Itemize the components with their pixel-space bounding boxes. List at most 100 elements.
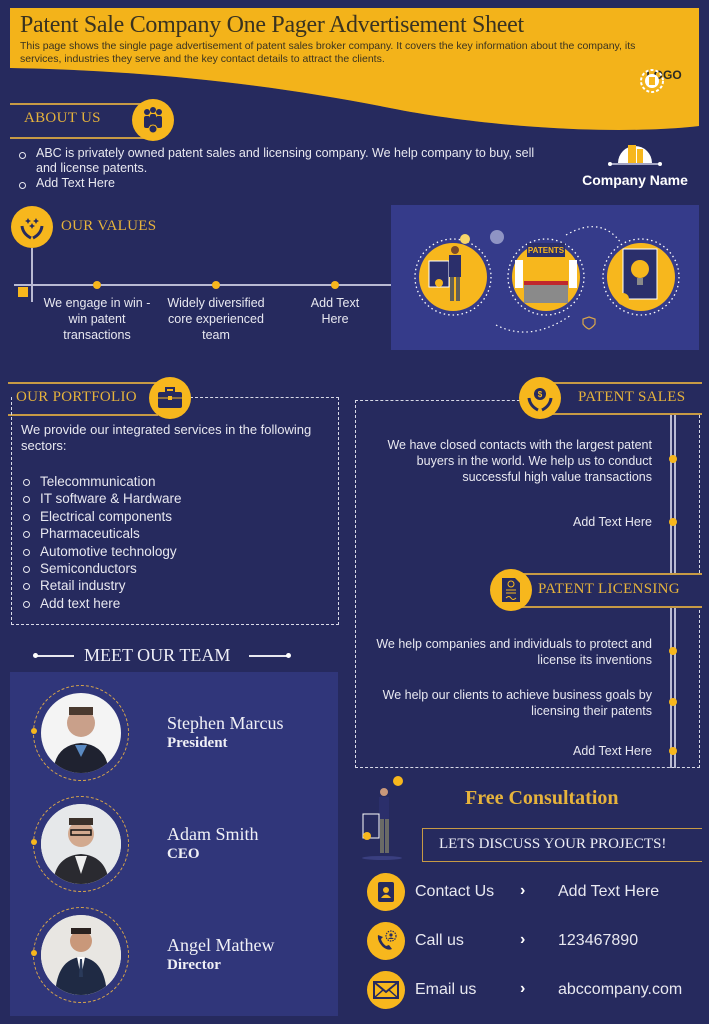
header-banner: Patent Sale Company One Pager Advertisem… — [10, 8, 699, 130]
discuss-projects-label: LETS DISCUSS YOUR PROJECTS! — [439, 836, 667, 852]
page-subtitle: This page shows the single page advertis… — [20, 40, 636, 65]
contact-label: Contact Us — [415, 883, 495, 900]
contact-label: Email us — [415, 981, 477, 998]
values-vline — [31, 248, 33, 302]
logo-icon — [640, 69, 664, 93]
consultant-illustration — [358, 772, 406, 860]
sector-item: Semiconductors — [20, 560, 320, 577]
avatar-angel-mathew — [41, 915, 121, 995]
avatar-adam-smith — [41, 804, 121, 884]
value-item: We engage in win -win patent transaction… — [43, 296, 151, 342]
page-title: Patent Sale Company One Pager Advertisem… — [20, 12, 524, 38]
member-name: Stephen Marcus — [167, 713, 284, 733]
patent-document-icon — [490, 569, 532, 611]
hands-stars-icon — [11, 206, 53, 248]
sector-item: Telecommunication — [20, 473, 320, 490]
phone-icon — [367, 922, 405, 960]
sales-line-bottom — [540, 413, 702, 415]
building-icon — [608, 145, 662, 166]
timeline-dot — [669, 518, 677, 526]
portfolio-box-top — [190, 397, 339, 398]
patent-services-box-top — [355, 400, 525, 401]
svg-text:$: $ — [538, 390, 543, 399]
logo: LOGO — [639, 68, 689, 93]
member-role: CEO — [167, 846, 200, 862]
member-name: Adam Smith — [167, 824, 259, 844]
patent-licensing-heading: PATENT LICENSING — [538, 581, 680, 597]
sector-item: IT software & Hardware — [20, 490, 320, 507]
values-timeline — [14, 284, 392, 286]
avatar-ring — [33, 685, 129, 781]
people-icon — [132, 99, 174, 141]
about-item: ABC is privately owned patent sales and … — [16, 146, 546, 176]
discuss-projects-button[interactable]: LETS DISCUSS YOUR PROJECTS! — [422, 828, 702, 862]
chevron-right-icon: › — [520, 980, 526, 997]
contact-label: Call us — [415, 932, 464, 949]
licensing-heading-bg — [525, 575, 702, 606]
money-bulb-hands-icon: $ — [519, 377, 561, 419]
contact-us-row[interactable]: Contact Us › Add Text Here — [367, 873, 702, 911]
portfolio-line-bottom — [8, 414, 158, 416]
about-heading: ABOUT US — [24, 110, 101, 126]
avatar-dot — [31, 950, 37, 956]
patent-sales-heading: PATENT SALES — [578, 389, 686, 405]
timeline-dot — [669, 455, 677, 463]
timeline-start-marker — [18, 287, 28, 297]
contact-value: 123467890 — [558, 932, 639, 949]
sector-item: Retail industry — [20, 577, 320, 594]
timeline-dot — [669, 747, 677, 755]
about-list: ABC is privately owned patent sales and … — [16, 146, 546, 191]
sales-item: We have closed contacts with the largest… — [387, 438, 652, 484]
avatar-ring — [33, 907, 129, 1003]
licensing-line-bottom — [510, 606, 702, 608]
portfolio-heading: OUR PORTFOLIO — [16, 389, 137, 405]
contact-book-icon — [367, 873, 405, 911]
about-item: Add Text Here — [16, 176, 546, 191]
licensing-line-top — [510, 573, 702, 575]
timeline-dot — [212, 281, 220, 289]
line-end-dot — [33, 653, 38, 658]
email-us-row[interactable]: Email us › abccompany.com — [367, 971, 702, 1009]
avatar-dot — [31, 728, 37, 734]
member-role: President — [167, 735, 228, 751]
member-name: Angel Mathew — [167, 935, 275, 955]
contact-value: Add Text Here — [558, 883, 660, 900]
about-line-top — [10, 103, 146, 105]
member-role: Director — [167, 957, 221, 973]
sales-line-top — [540, 382, 702, 384]
timeline-dot — [669, 647, 677, 655]
portfolio-intro: We provide our integrated services in th… — [21, 422, 312, 453]
licensing-item: We help our clients to achieve business … — [382, 688, 652, 718]
portfolio-line-top — [8, 382, 158, 384]
call-us-row[interactable]: Call us › 123467890 — [367, 922, 702, 960]
sector-item: Automotive technology — [20, 543, 320, 560]
timeline-dot — [669, 698, 677, 706]
sales-item: Add Text Here — [573, 515, 652, 529]
briefcase-icon — [149, 377, 191, 419]
sales-heading-bg — [555, 384, 702, 413]
team-heading-line-right — [249, 655, 289, 657]
company-brand: Company Name — [580, 135, 690, 188]
licensing-item: We help companies and individuals to pro… — [376, 637, 652, 667]
timeline-dot — [331, 281, 339, 289]
about-line-bottom — [10, 137, 146, 139]
portfolio-box — [11, 397, 339, 625]
team-heading-line-left — [34, 655, 74, 657]
sector-item: Add text here — [20, 595, 320, 612]
sector-item: Electrical components — [20, 508, 320, 525]
value-item: Widely diversified core experienced team — [167, 296, 265, 342]
timeline-dot — [93, 281, 101, 289]
sector-item: Pharmaceuticals — [20, 525, 320, 542]
avatar-dot — [31, 839, 37, 845]
avatar-ring — [33, 796, 129, 892]
chevron-right-icon: › — [520, 882, 526, 899]
avatar-stephen-marcus — [41, 693, 121, 773]
contact-value: abccompany.com — [558, 981, 683, 998]
sector-list: Telecommunication IT software & Hardware… — [20, 473, 320, 612]
envelope-icon — [367, 971, 405, 1009]
line-end-dot — [286, 653, 291, 658]
chevron-right-icon: › — [520, 931, 526, 948]
illustration-label: PATENTS — [528, 246, 565, 255]
consultation-heading: Free Consultation — [465, 787, 619, 809]
licensing-item: Add Text Here — [573, 744, 652, 758]
